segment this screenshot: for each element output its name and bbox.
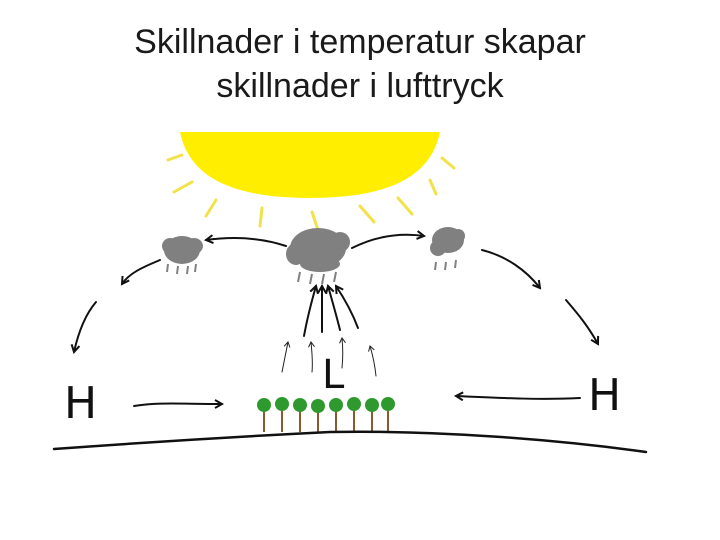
arrow-down-right-1 [482,250,540,288]
arrow-upper-right [352,235,424,248]
tree-icon [293,398,307,432]
sun-disc [180,132,440,198]
arrow-down-left-2 [74,302,96,352]
low-pressure-label: L [322,352,345,398]
tree-icon [381,397,395,432]
tree-icon [365,398,379,432]
tree-icon [275,397,289,432]
arrow-surface-left-to-center [134,404,222,407]
rising-air-arrows [304,286,358,336]
sun-icon [168,132,454,230]
rain-cloud-icon [286,228,350,284]
trees [257,397,395,432]
rain-cloud-icon [162,236,203,274]
arrow-down-left-1 [122,260,160,284]
arrow-down-right-2 [566,300,598,344]
tree-icon [311,399,325,432]
ground-line [54,432,646,452]
high-pressure-label-left: H [64,378,97,429]
arrow-upper-left [206,238,286,246]
tree-icon [329,398,343,432]
tree-icon [257,398,271,432]
rain-cloud-icon [430,227,465,270]
tree-icon [347,397,361,432]
high-pressure-label-right: H [588,370,621,421]
arrow-surface-right-to-center [456,396,580,399]
